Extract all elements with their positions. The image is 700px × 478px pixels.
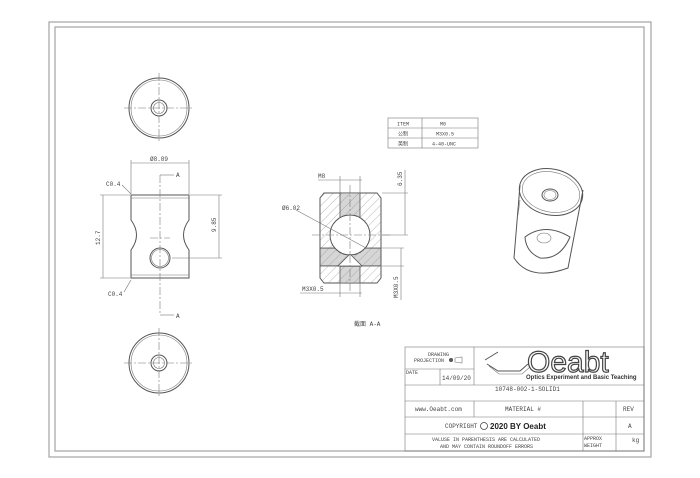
isometric-view: [513, 168, 584, 274]
section-mark-top: A: [176, 172, 180, 179]
chamfer-top-dimension: C0.4: [106, 181, 121, 188]
hole-height-dimension: 9.85: [211, 217, 218, 232]
outer-border: [48, 21, 652, 458]
sphere-diameter-dimension: Ø6.02: [282, 205, 300, 212]
projection-symbol-icon: [449, 356, 463, 364]
date-label: DATE: [406, 370, 418, 376]
weight-label: WEIGHT: [584, 443, 602, 449]
thread-bottom-dimension: M3X0.5: [302, 286, 324, 293]
thread-side-dimension: M3X0.5: [393, 276, 400, 298]
inner-border: [54, 26, 645, 452]
approx-label: APPROX: [584, 436, 602, 442]
depth-dimension: 6.35: [397, 171, 404, 186]
table-cell: ITEM: [397, 122, 409, 128]
thread-top-dimension: M8: [318, 173, 326, 180]
height-dimension: 12.7: [95, 230, 102, 245]
material-label: MATERIAL #: [505, 406, 541, 413]
note-line-1: VALUSE IN PARENTHESIS ARE CALCULATED: [432, 437, 540, 443]
chamfer-bottom-dimension: C0.4: [108, 291, 123, 298]
website: www.Oeabt.com: [415, 406, 462, 413]
svg-text:Optics Experiment and Basic Te: Optics Experiment and Basic Teaching: [526, 375, 637, 381]
section-mark-bottom: A: [176, 313, 180, 320]
copyright-text: 2020 BY Oeabt: [490, 422, 546, 431]
section-view: [295, 170, 408, 300]
date-value: 14/09/20: [442, 375, 471, 382]
table-cell: M0: [440, 122, 446, 128]
rev-label: REV: [623, 406, 634, 413]
oeabt-logo: Oeabt Optics Experiment and Basic Teachi…: [484, 345, 637, 381]
part-number: 10748-002-1-SOLID1: [495, 386, 560, 393]
title-block: [404, 346, 645, 452]
table-cell: 4-40-UNC: [432, 142, 456, 148]
weight-unit: kg: [632, 437, 640, 444]
thread-table: [387, 117, 479, 149]
rev-value: A: [628, 423, 632, 430]
drawing-label: DRAWING: [428, 352, 449, 358]
top-view: [124, 73, 194, 143]
copyright-icon: [480, 422, 488, 430]
section-label: 截面 A-A: [354, 320, 381, 328]
bottom-view: [124, 328, 194, 398]
copyright-prefix: COPYRIGHT: [445, 423, 478, 430]
projection-label: PROJECTION: [414, 358, 444, 364]
table-cell: M3X0.5: [436, 132, 454, 138]
diameter-dimension: Ø8.89: [150, 156, 168, 163]
svg-text:Oeabt: Oeabt: [527, 346, 609, 379]
table-cell: 公制: [398, 131, 408, 138]
note-line-2: AND MAY CONTAIN ROUNDOFF ERRORS: [440, 444, 533, 450]
table-cell: 英制: [398, 141, 408, 148]
front-view: [100, 160, 222, 316]
